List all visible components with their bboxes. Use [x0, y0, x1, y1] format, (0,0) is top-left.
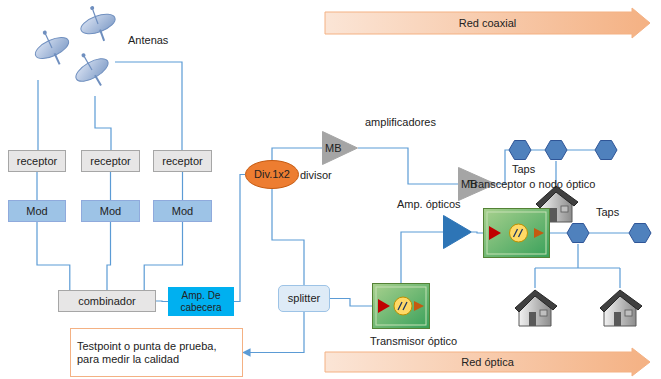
antenna-dish [67, 45, 117, 95]
annotation-label: Taps [512, 163, 535, 175]
connector [358, 148, 458, 184]
connector [330, 299, 372, 307]
connector [37, 222, 70, 290]
node-label: Mod [100, 205, 121, 218]
connector [234, 175, 245, 302]
node-label: Mod [26, 205, 47, 218]
node-heading: Transmisor óptico [370, 335, 457, 348]
splitter-box: splitter [278, 285, 330, 312]
tap-symbol [509, 141, 531, 160]
connector [272, 148, 322, 160]
connector [156, 300, 168, 302]
shape-outline [483, 208, 550, 258]
connector [243, 312, 304, 353]
modulator-box: Mod [8, 200, 66, 222]
node-label: Amp. De cabecera [173, 290, 229, 313]
divider-ellipse: Div.1x2divisor [245, 160, 299, 189]
connector [182, 172, 183, 200]
house-icon [600, 290, 642, 326]
tap-symbol [567, 224, 589, 243]
connector [401, 232, 443, 283]
annotation-label: Antenas [128, 34, 168, 46]
testpoint-box: Testpoint o punta de prueba, para medir … [70, 328, 243, 377]
node-label: Mod [172, 205, 193, 218]
network-band: Red óptica [325, 348, 650, 376]
node-heading: Transceptor o nodo óptico [468, 178, 595, 191]
antenna-dish [28, 23, 76, 72]
modulator-box: Mod [81, 200, 140, 222]
connector [272, 189, 304, 285]
connector [144, 222, 182, 290]
tap-symbol [545, 141, 567, 160]
node-label: Red óptica [461, 356, 514, 369]
connector [36, 172, 37, 200]
node-label: Red coaxial [459, 17, 516, 30]
optical-amplifier: Amp. ópticos [443, 215, 472, 249]
node-label: Div.1x2 [254, 168, 290, 181]
shape-outline [443, 215, 472, 249]
receiver-box: receptor [8, 150, 66, 172]
network-band: Red coaxial [325, 8, 650, 38]
annotation-label: amplificadores [365, 116, 436, 128]
connector [472, 232, 483, 233]
node-label: combinador [78, 295, 135, 308]
node-label: splitter [288, 292, 320, 305]
node-heading: divisor [300, 169, 332, 182]
house-icon [515, 290, 557, 326]
node-label: Testpoint o punta de prueba, para medir … [77, 340, 236, 365]
receiver-box: receptor [153, 150, 212, 172]
node-heading: Amp. ópticos [397, 198, 461, 211]
combiner-box: combinador [58, 290, 156, 312]
tap-symbol [595, 141, 617, 160]
optical-transmitter: Transmisor óptico [372, 283, 430, 329]
headend-amplifier: Amp. De cabecera [168, 287, 234, 316]
annotation-label: Taps [596, 206, 619, 218]
node-label: receptor [162, 155, 202, 168]
receiver-box: receptor [81, 150, 140, 172]
connector [107, 222, 111, 290]
node-label: receptor [17, 155, 57, 168]
node-label: MB [325, 142, 342, 155]
modulator-box: Mod [153, 200, 212, 222]
connector [110, 172, 111, 200]
optical-node: Transceptor o nodo óptico [483, 208, 550, 258]
node-label: receptor [90, 155, 130, 168]
antenna-dish [75, 0, 121, 47]
antenna-wire [38, 62, 182, 150]
shape-outline [372, 283, 430, 329]
amplifier-triangle: MB [322, 131, 358, 165]
tap-symbol [629, 224, 651, 243]
